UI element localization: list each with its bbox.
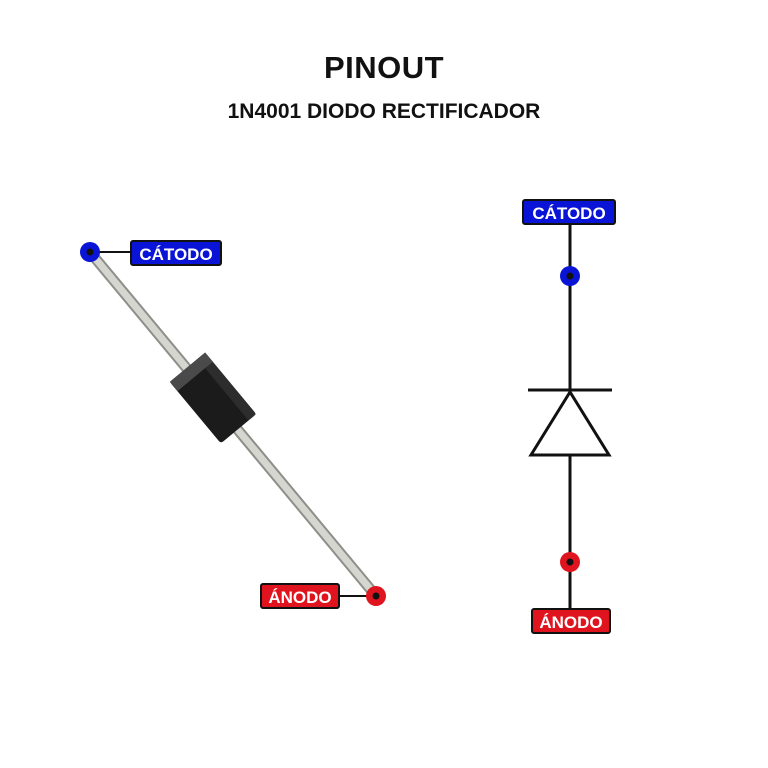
anode-label-physical: ÁNODO bbox=[260, 583, 340, 609]
anode-label-schematic: ÁNODO bbox=[531, 608, 611, 634]
physical-diode bbox=[80, 242, 386, 606]
cathode-label-schematic: CÁTODO bbox=[522, 199, 616, 225]
page-subtitle: 1N4001 DIODO RECTIFICADOR bbox=[227, 100, 541, 123]
diode-schematic-symbol bbox=[528, 224, 612, 608]
diode-body bbox=[169, 352, 257, 443]
page-title: PINOUT bbox=[323, 50, 445, 85]
cathode-band bbox=[169, 352, 213, 392]
cathode-label-physical: CÁTODO bbox=[130, 240, 222, 266]
schematic-triangle bbox=[528, 389, 612, 457]
